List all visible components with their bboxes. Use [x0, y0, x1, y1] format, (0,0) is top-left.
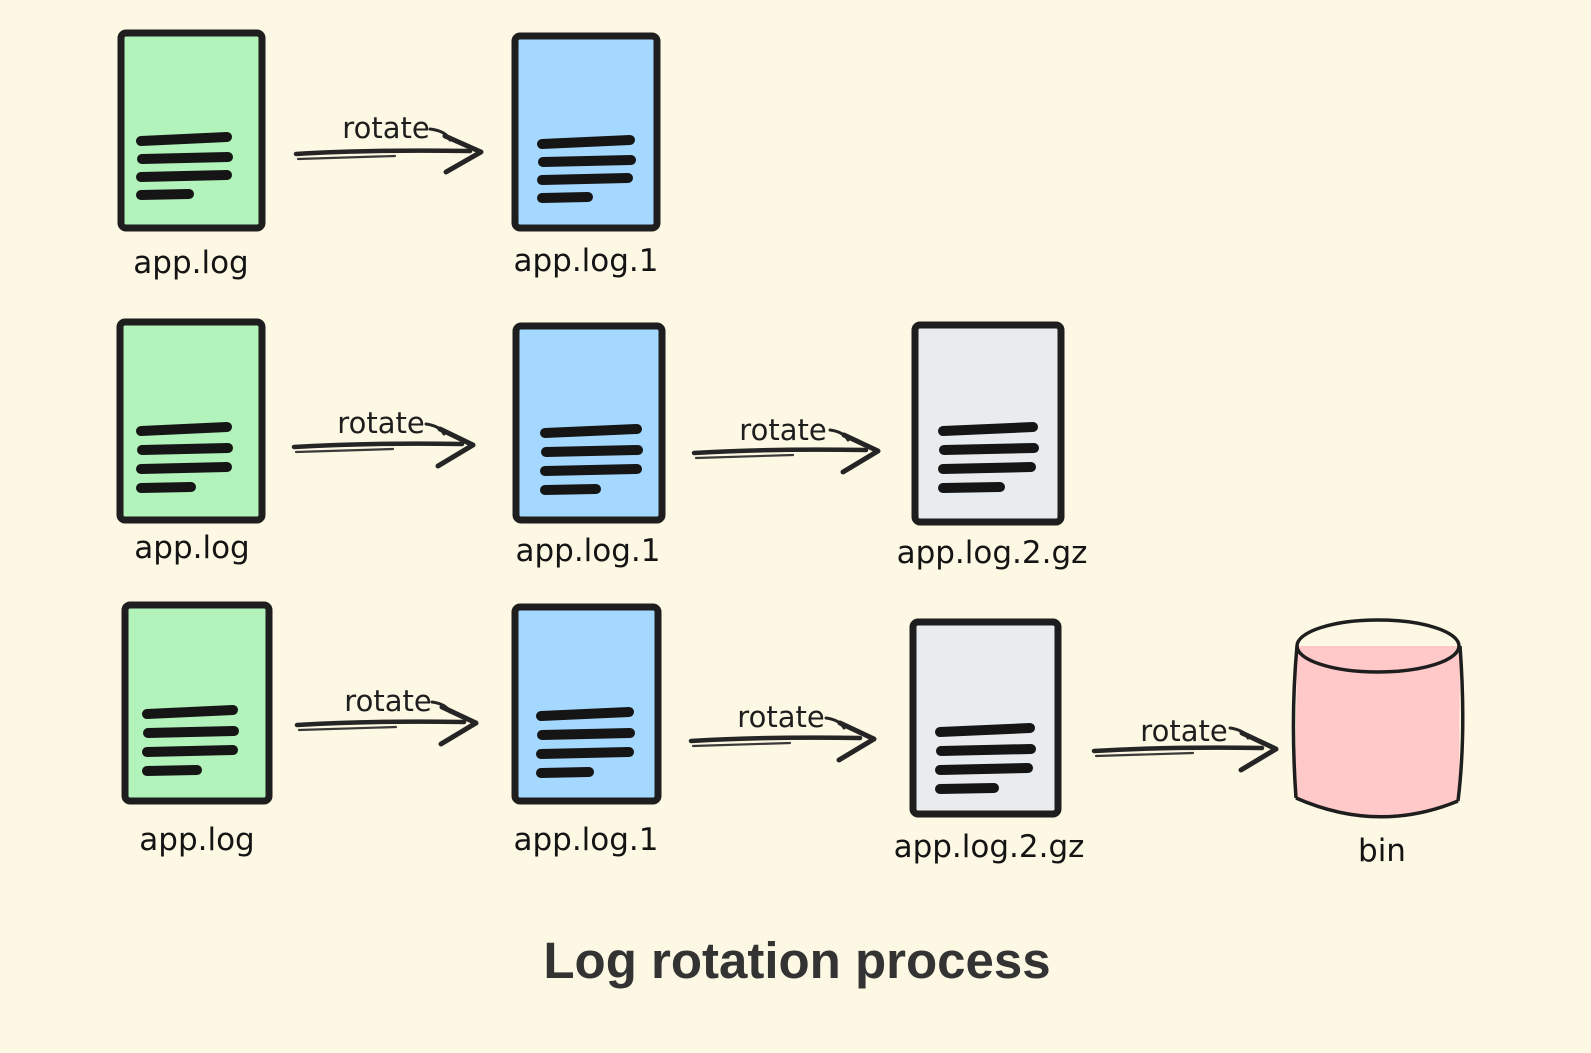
document-app-log-icon: [121, 601, 273, 805]
arrow-label: rotate: [737, 700, 824, 734]
arrow-label-tail: [1228, 726, 1250, 740]
arrowhead-icon: [438, 704, 479, 747]
document-app-log-2-gz-icon: [911, 321, 1065, 526]
arrow-shaft-sketch: [297, 725, 398, 732]
doc-text-line: [540, 464, 642, 476]
arrow-shaft-sketch: [294, 447, 395, 454]
arrow-shaft-sketch: [694, 453, 795, 460]
doc-text-line: [142, 765, 202, 776]
arrow-shaft: [294, 719, 467, 728]
doc-text-line: [537, 728, 635, 740]
doc-text-line: [136, 132, 232, 146]
arrow-label-tail: [828, 428, 850, 442]
doc-text-line: [536, 767, 594, 778]
arrowhead-icon: [840, 432, 881, 475]
arrow-shaft-sketch: [1094, 751, 1195, 758]
cylinder-right-edge: [1456, 645, 1465, 802]
rotate-arrow: [1091, 726, 1279, 773]
doc-text-line: [142, 745, 238, 757]
document-label: app.log.1: [515, 533, 660, 569]
rotate-arrow: [294, 700, 479, 747]
doc-text-line: [143, 726, 239, 738]
doc-text-line: [540, 424, 642, 438]
doc-text-line: [935, 723, 1035, 737]
doc-text-line: [540, 484, 601, 495]
row-rotation-step-3: app.log rotate app.log.1 rotate: [121, 601, 1465, 869]
document-shape: [911, 321, 1065, 526]
rotate-arrow: [291, 422, 476, 469]
document-app-log-2-gz-icon: [909, 618, 1062, 818]
arrow-label-tail: [824, 716, 846, 730]
arrow-label: rotate: [342, 111, 429, 145]
arrow-shaft: [291, 441, 465, 450]
doc-text-line: [136, 189, 194, 200]
doc-text-line: [938, 422, 1038, 436]
doc-text-line: [536, 707, 634, 721]
document-label: app.log: [133, 245, 248, 281]
doc-text-line: [537, 192, 593, 203]
doc-text-line: [537, 173, 633, 185]
document-app-log-1-icon: [511, 32, 661, 232]
document-app-log-1-icon: [512, 322, 666, 524]
row-rotation-step-1: app.log rotate app.log.1: [117, 29, 661, 281]
arrow-label: rotate: [1140, 714, 1227, 748]
cylinder-left-edge: [1291, 645, 1299, 799]
arrow-shaft: [688, 735, 863, 744]
doc-text-line: [136, 422, 232, 436]
arrow-label-tail: [424, 422, 446, 436]
document-label: app.log.2.gz: [894, 829, 1085, 865]
doc-text-line: [938, 462, 1036, 474]
doc-text-line: [537, 135, 635, 149]
doc-text-line: [137, 443, 233, 455]
doc-text-line: [136, 462, 232, 474]
doc-text-line: [938, 482, 1005, 493]
bin-cylinder-icon: [1291, 618, 1465, 819]
doc-text-line: [136, 482, 196, 493]
doc-text-line: [137, 152, 233, 164]
doc-text-line: [541, 445, 643, 457]
arrowhead-icon: [435, 426, 476, 469]
doc-text-line: [935, 763, 1033, 775]
doc-text-line: [538, 155, 636, 167]
arrow-shaft-sketch: [296, 154, 397, 161]
rotate-arrow: [691, 428, 881, 475]
arrow-shaft: [293, 148, 473, 157]
document-app-log-1-icon: [511, 603, 662, 805]
row-rotation-step-2: app.log rotate app.log.1 rotate: [116, 318, 1088, 571]
arrowhead-icon: [836, 720, 877, 763]
doc-text-line: [939, 443, 1039, 455]
arrow-label-tail: [430, 700, 452, 714]
arrow-label: rotate: [739, 413, 826, 447]
document-label: bin: [1358, 833, 1406, 869]
cylinder-body: [1295, 646, 1460, 817]
arrow-shaft: [1091, 745, 1265, 754]
document-label: app.log: [139, 822, 254, 858]
document-label: app.log.2.gz: [897, 535, 1088, 571]
arrow-shaft-sketch: [691, 741, 792, 748]
arrowhead-icon: [442, 133, 484, 175]
rotate-arrow: [293, 127, 484, 175]
document-label: app.log.1: [513, 822, 658, 858]
arrow-label: rotate: [344, 684, 431, 718]
arrow-label-tail: [428, 127, 452, 142]
diagram-title: Log rotation process: [543, 932, 1050, 989]
arrowhead-icon: [1238, 730, 1279, 773]
doc-text-line: [136, 170, 232, 182]
document-app-log-icon: [117, 29, 266, 232]
document-app-log-icon: [116, 318, 266, 524]
document-label: app.log: [134, 530, 249, 566]
doc-text-line: [536, 747, 634, 759]
cylinder-bottom-edge: [1295, 796, 1459, 819]
arrow-shaft: [691, 447, 869, 456]
doc-text-line: [935, 783, 999, 794]
rotate-arrow: [688, 716, 877, 763]
arrow-label: rotate: [337, 406, 424, 440]
doc-text-line: [936, 744, 1036, 756]
doc-text-line: [142, 705, 238, 719]
document-label: app.log.1: [513, 243, 658, 279]
